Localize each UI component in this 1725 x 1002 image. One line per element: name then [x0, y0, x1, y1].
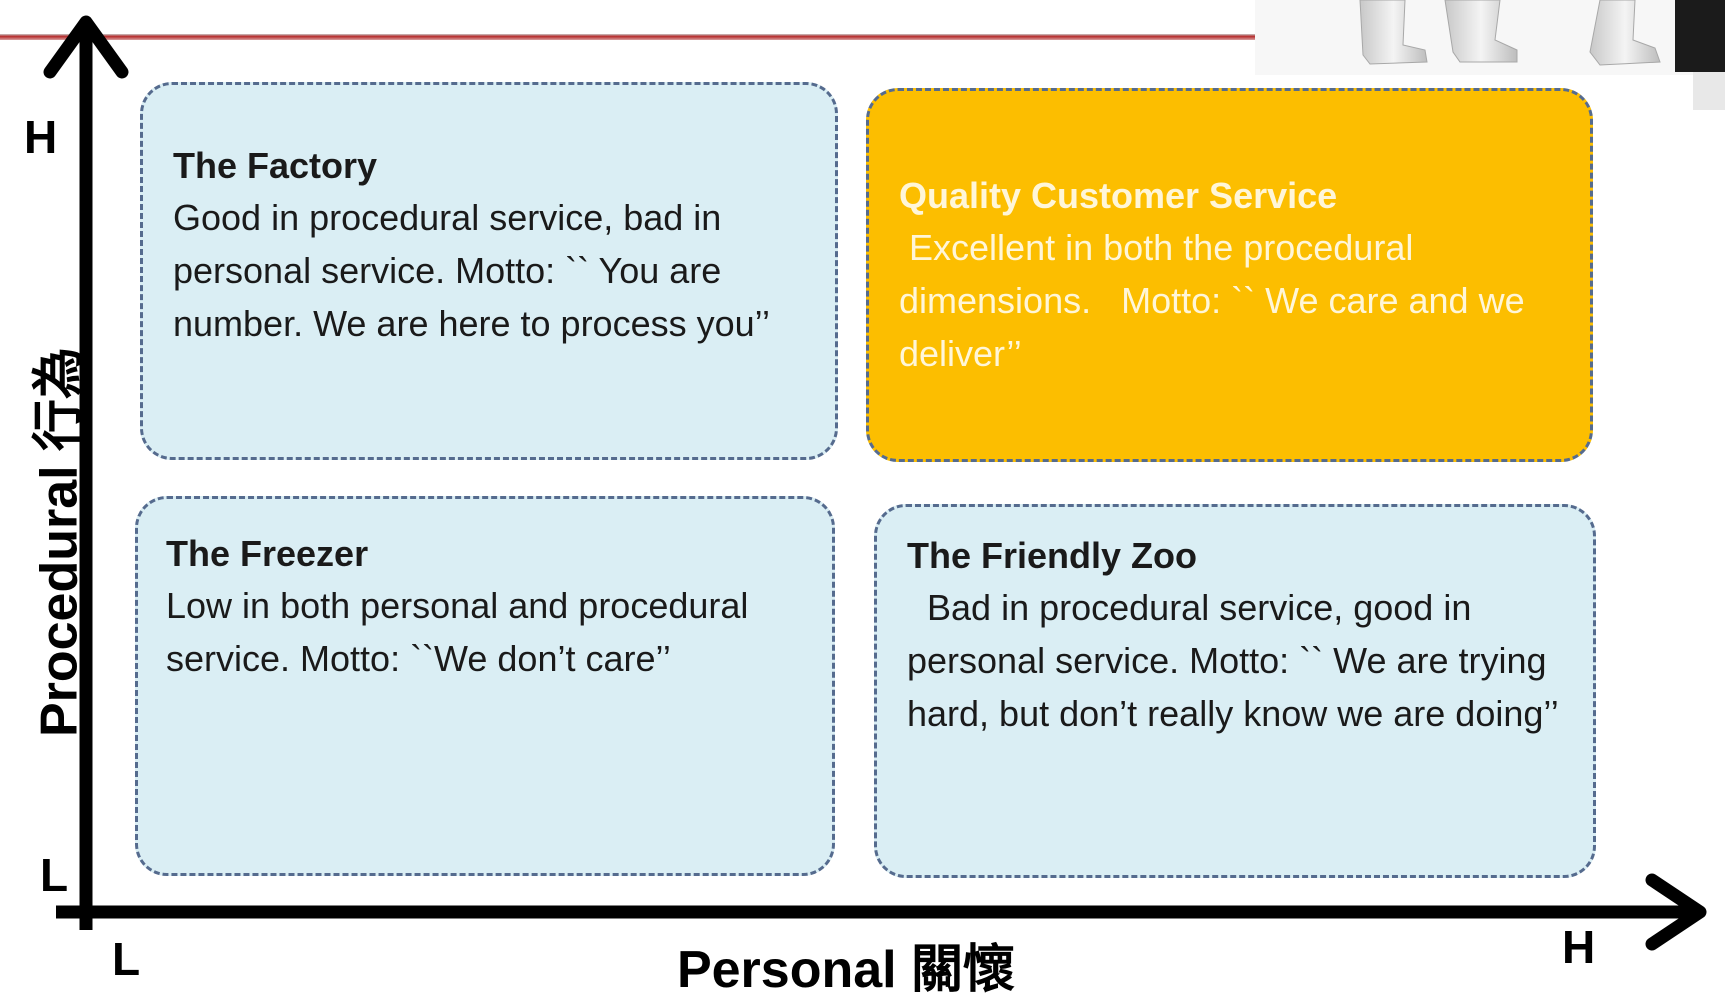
y-axis-arrowhead — [43, 15, 129, 79]
y-axis-high-label: H — [24, 111, 58, 163]
quadrant-quality-customer-service: Quality Customer Service Excellent in bo… — [866, 88, 1593, 462]
quadrant-zoo-body: Bad in procedural service, good in perso… — [907, 587, 1559, 734]
quadrant-friendly-zoo: The Friendly Zoo Bad in procedural servi… — [874, 504, 1596, 878]
quadrant-quality-title: Quality Customer Service — [899, 175, 1338, 216]
figurine-illustration — [1255, 0, 1725, 110]
y-axis-title: Procedural 行為 — [30, 346, 89, 738]
quadrant-factory-body: Good in procedural service, bad in perso… — [173, 197, 770, 344]
quadrant-freezer: The Freezer Low in both personal and pro… — [135, 496, 835, 876]
quadrant-freezer-body: Low in both personal and procedural serv… — [166, 585, 759, 679]
quadrant-zoo-title: The Friendly Zoo — [907, 535, 1198, 576]
quadrant-quality-body: Excellent in both the procedural dimensi… — [899, 227, 1535, 374]
x-axis-title: Personal 關懷 — [0, 927, 1700, 1002]
quadrant-freezer-title: The Freezer — [166, 533, 369, 574]
quadrant-factory: The Factory Good in procedural service, … — [140, 82, 838, 460]
header-rule — [0, 34, 1480, 40]
quadrant-factory-title: The Factory — [173, 145, 378, 186]
x-axis-title-text: Personal 關懷 — [676, 941, 1016, 999]
x-axis-arrowhead — [1645, 873, 1707, 951]
x-axis-high-label: H — [1562, 921, 1596, 973]
y-axis-low-label: L — [40, 849, 69, 901]
x-axis-low-label: L — [112, 933, 141, 985]
